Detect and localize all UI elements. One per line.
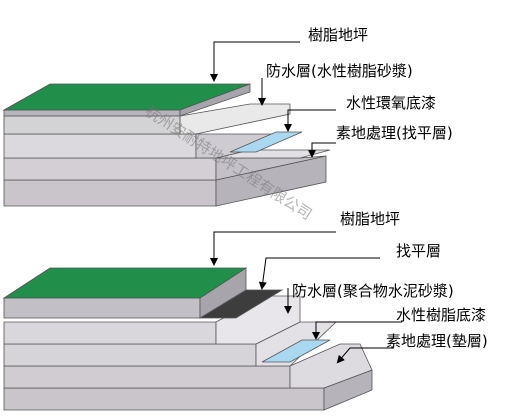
bottom-label-primer: 水性樹脂底漆 bbox=[396, 306, 486, 324]
top-label-primer: 水性環氧底漆 bbox=[346, 94, 436, 112]
top-label-waterproof: 防水層(水性樹脂砂漿) bbox=[266, 62, 413, 80]
bottom-substrate-mid-top bbox=[289, 343, 373, 389]
bottom-resin-side bbox=[199, 267, 247, 319]
bottom-leaders bbox=[210, 231, 402, 364]
bottom-labels: 樹脂地坪 找平層 防水層(聚合物水泥砂漿) 水性樹脂底漆 素地處理(墊層) bbox=[292, 210, 488, 350]
bottom-substrate-upper-front bbox=[3, 343, 257, 367]
bottom-label-substrate: 素地處理(墊層) bbox=[386, 332, 488, 350]
top-labels: 樹脂地坪 防水層(水性樹脂砂漿) 水性環氧底漆 素地處理(找平層) bbox=[266, 26, 453, 142]
top-label-resin: 樹脂地坪 bbox=[308, 26, 368, 44]
top-leaders bbox=[210, 41, 336, 158]
bottom-leader-leveling bbox=[258, 257, 380, 290]
bottom-primer-layer bbox=[261, 339, 331, 363]
bottom-layer-stack bbox=[2, 267, 373, 411]
bottom-waterproof-front bbox=[3, 321, 217, 345]
top-leader-resin bbox=[210, 41, 300, 82]
top-leader-substrate bbox=[308, 142, 336, 158]
bottom-label-waterproof: 防水層(聚合物水泥砂漿) bbox=[292, 282, 454, 300]
bottom-label-resin: 樹脂地坪 bbox=[340, 210, 400, 228]
top-base-front bbox=[3, 115, 181, 135]
bottom-resin-front bbox=[3, 297, 201, 319]
top-resin-top bbox=[2, 83, 251, 111]
top-label-substrate: 素地處理(找平層) bbox=[336, 124, 453, 142]
top-substrate-upper-front bbox=[3, 133, 197, 159]
bottom-leader-primer bbox=[312, 321, 402, 340]
bottom-substrate-mid-front bbox=[3, 365, 291, 389]
top-layer-stack bbox=[2, 83, 331, 207]
bottom-leader-resin bbox=[210, 231, 336, 266]
top-substrate-bottom-front bbox=[3, 179, 217, 207]
top-substrate-mid-front bbox=[3, 157, 217, 181]
bottom-leader-substrate bbox=[336, 347, 394, 364]
bottom-substrate-bottom-front bbox=[3, 387, 325, 411]
top-primer-layer bbox=[229, 131, 303, 153]
bottom-label-leveling: 找平層 bbox=[396, 242, 441, 260]
top-resin-side bbox=[179, 83, 251, 117]
top-leader-primer bbox=[284, 109, 336, 132]
